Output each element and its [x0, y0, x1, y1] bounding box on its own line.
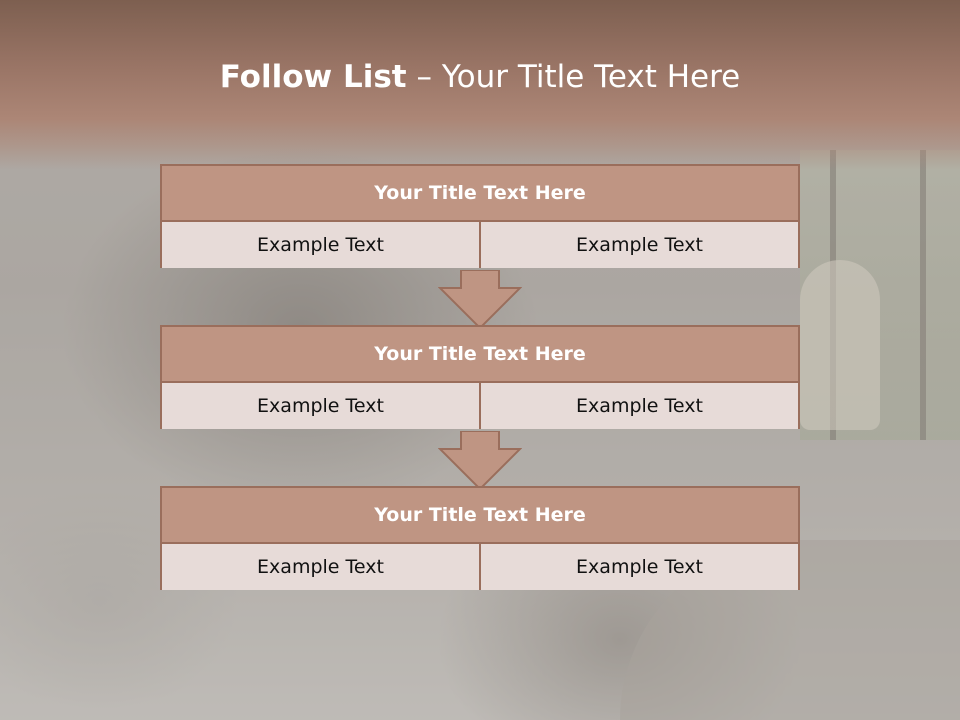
down-arrow-icon	[438, 431, 522, 491]
block-heading: Your Title Text Here	[162, 488, 798, 544]
list-block: Your Title Text Here Example Text Exampl…	[160, 486, 800, 590]
list-block: Your Title Text Here Example Text Exampl…	[160, 164, 800, 268]
down-arrow-icon	[438, 270, 522, 330]
slide-title-bold: Follow List	[219, 59, 407, 95]
block-row: Example Text Example Text	[162, 222, 798, 268]
block-cell-right: Example Text	[479, 222, 798, 268]
slide-title-rest: – Your Title Text Here	[406, 59, 741, 95]
block-cell-left: Example Text	[162, 222, 479, 268]
block-heading: Your Title Text Here	[162, 166, 798, 222]
list-block: Your Title Text Here Example Text Exampl…	[160, 325, 800, 429]
block-cell-left: Example Text	[162, 383, 479, 429]
block-cell-right: Example Text	[479, 544, 798, 590]
block-cell-left: Example Text	[162, 544, 479, 590]
block-row: Example Text Example Text	[162, 383, 798, 429]
header-band	[0, 0, 960, 170]
slide-title: Follow List – Your Title Text Here	[160, 52, 800, 102]
background-figure	[800, 260, 880, 430]
block-row: Example Text Example Text	[162, 544, 798, 590]
block-cell-right: Example Text	[479, 383, 798, 429]
block-heading: Your Title Text Here	[162, 327, 798, 383]
